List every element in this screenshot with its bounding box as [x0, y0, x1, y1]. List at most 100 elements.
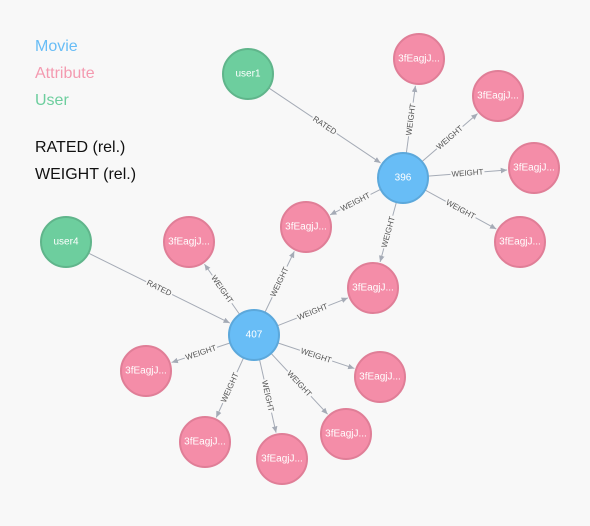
edge-m407-a7[interactable]: WEIGHT [204, 263, 241, 315]
edge-label-bg [208, 272, 236, 307]
node-movie-m396[interactable]: 396 [377, 152, 429, 204]
edge-m407-a9[interactable]: WEIGHT [215, 357, 245, 418]
node-attribute-a7[interactable]: 3fEagjJ... [163, 216, 215, 268]
edge-label: RATED [311, 114, 338, 136]
edge-user1-m396[interactable]: RATED [268, 87, 381, 164]
node-attribute-a9[interactable]: 3fEagjJ... [179, 416, 231, 468]
edge-label-bg [259, 378, 277, 414]
legend-user[interactable]: User [35, 92, 69, 109]
node-circle[interactable] [494, 216, 546, 268]
edge-label-bg [298, 345, 334, 366]
edge-label-bg [337, 189, 373, 215]
edge-m396-a2[interactable]: WEIGHT [421, 113, 478, 163]
node-label: 3fEagjJ... [261, 454, 303, 465]
legend-weight-rel[interactable]: WEIGHT (rel.) [35, 166, 137, 183]
node-label: user1 [235, 69, 260, 80]
node-circle[interactable] [354, 351, 406, 403]
edge-label-bg [284, 367, 315, 400]
node-label: 3fEagjJ... [168, 237, 210, 248]
edge-label-bg [450, 166, 485, 180]
node-circle[interactable] [40, 216, 92, 268]
edge-label-bg [143, 277, 175, 299]
node-label: 3fEagjJ... [513, 163, 555, 174]
node-circle[interactable] [347, 262, 399, 314]
edge-label-bg [433, 122, 466, 153]
edge-label: WEIGHT [451, 167, 484, 178]
node-attribute-a11[interactable]: 3fEagjJ... [320, 408, 372, 460]
edge-m396-a6[interactable]: WEIGHT [378, 201, 398, 263]
node-user-user4[interactable]: user4 [40, 216, 92, 268]
edge-user4-m407[interactable]: RATED [88, 252, 231, 324]
node-attribute-a5[interactable]: 3fEagjJ... [280, 201, 332, 253]
node-label: 3fEagjJ... [184, 437, 226, 448]
edge-m407-a10[interactable]: WEIGHT [259, 359, 278, 433]
edge-label-bg [378, 214, 398, 250]
node-label: 3fEagjJ... [477, 91, 519, 102]
edge-m396-a4[interactable]: WEIGHT [424, 189, 497, 230]
edge-label-bg [183, 342, 219, 363]
node-attribute-a1[interactable]: 3fEagjJ... [393, 33, 445, 85]
node-attribute-a12[interactable]: 3fEagjJ... [354, 351, 406, 403]
edge-m396-a3[interactable]: WEIGHT [427, 166, 508, 180]
node-label: 3fEagjJ... [285, 222, 327, 233]
node-label: 3fEagjJ... [125, 366, 167, 377]
node-attribute-a4[interactable]: 3fEagjJ... [494, 216, 546, 268]
edge-label: WEIGHT [296, 302, 329, 322]
edge-label-bg [403, 101, 419, 138]
node-circle[interactable] [120, 345, 172, 397]
edge-m407-a6[interactable]: WEIGHT [277, 297, 349, 327]
legend-attribute[interactable]: Attribute [35, 65, 95, 82]
edge-label: WEIGHT [285, 369, 313, 399]
node-circle[interactable] [320, 408, 372, 460]
edge-label: WEIGHT [435, 124, 465, 152]
node-attribute-a10[interactable]: 3fEagjJ... [256, 433, 308, 485]
node-circle[interactable] [222, 48, 274, 100]
node-circle[interactable] [163, 216, 215, 268]
node-circle[interactable] [472, 70, 524, 122]
edge-label-bg [443, 196, 478, 223]
node-label: 407 [246, 330, 263, 341]
node-movie-m407[interactable]: 407 [228, 309, 280, 361]
node-label: 396 [395, 173, 412, 184]
edge-label: WEIGHT [380, 215, 397, 248]
edge-m407-a5[interactable]: WEIGHT [264, 251, 295, 313]
legend-rated-rel[interactable]: RATED (rel.) [35, 139, 126, 156]
node-label: 3fEagjJ... [352, 283, 394, 294]
node-attribute-a2[interactable]: 3fEagjJ... [472, 70, 524, 122]
edge-label: RATED [145, 278, 173, 298]
node-circle[interactable] [508, 142, 560, 194]
node-circle[interactable] [179, 416, 231, 468]
edge-label: WEIGHT [339, 191, 372, 214]
edge-label: WEIGHT [209, 274, 235, 305]
node-circle[interactable] [393, 33, 445, 85]
node-label: 3fEagjJ... [359, 372, 401, 383]
node-attribute-a3[interactable]: 3fEagjJ... [508, 142, 560, 194]
edge-label: WEIGHT [444, 198, 476, 221]
node-label: user4 [53, 237, 78, 248]
edge-label-bg [309, 113, 340, 138]
edge-m407-a11[interactable]: WEIGHT [270, 352, 328, 415]
edge-label-bg [218, 370, 242, 406]
node-label: 3fEagjJ... [325, 429, 367, 440]
node-attribute-a6[interactable]: 3fEagjJ... [347, 262, 399, 314]
edge-m396-a1[interactable]: WEIGHT [403, 85, 419, 154]
node-circle[interactable] [280, 201, 332, 253]
edge-m407-a8[interactable]: WEIGHT [171, 342, 231, 364]
edge-label: WEIGHT [184, 343, 217, 362]
edge-m396-a5[interactable]: WEIGHT [329, 188, 381, 216]
nodes-layer: user1 user4 396 407 3fEagjJ... 3fEagjJ... 3fEa… [40, 33, 560, 485]
edge-label-bg [267, 264, 292, 300]
node-circle[interactable] [377, 152, 429, 204]
node-label: 3fEagjJ... [398, 54, 440, 65]
legend: Movie Attribute User RATED (rel.) WEIGHT… [35, 33, 136, 188]
node-user-user1[interactable]: user1 [222, 48, 274, 100]
legend-movie[interactable]: Movie [35, 38, 78, 55]
node-circle[interactable] [256, 433, 308, 485]
edge-label: WEIGHT [260, 379, 276, 412]
node-circle[interactable] [228, 309, 280, 361]
edge-m407-a12[interactable]: WEIGHT [277, 342, 355, 370]
edge-label-bg [294, 300, 331, 323]
edge-label: WEIGHT [299, 346, 332, 365]
node-attribute-a8[interactable]: 3fEagjJ... [120, 345, 172, 397]
